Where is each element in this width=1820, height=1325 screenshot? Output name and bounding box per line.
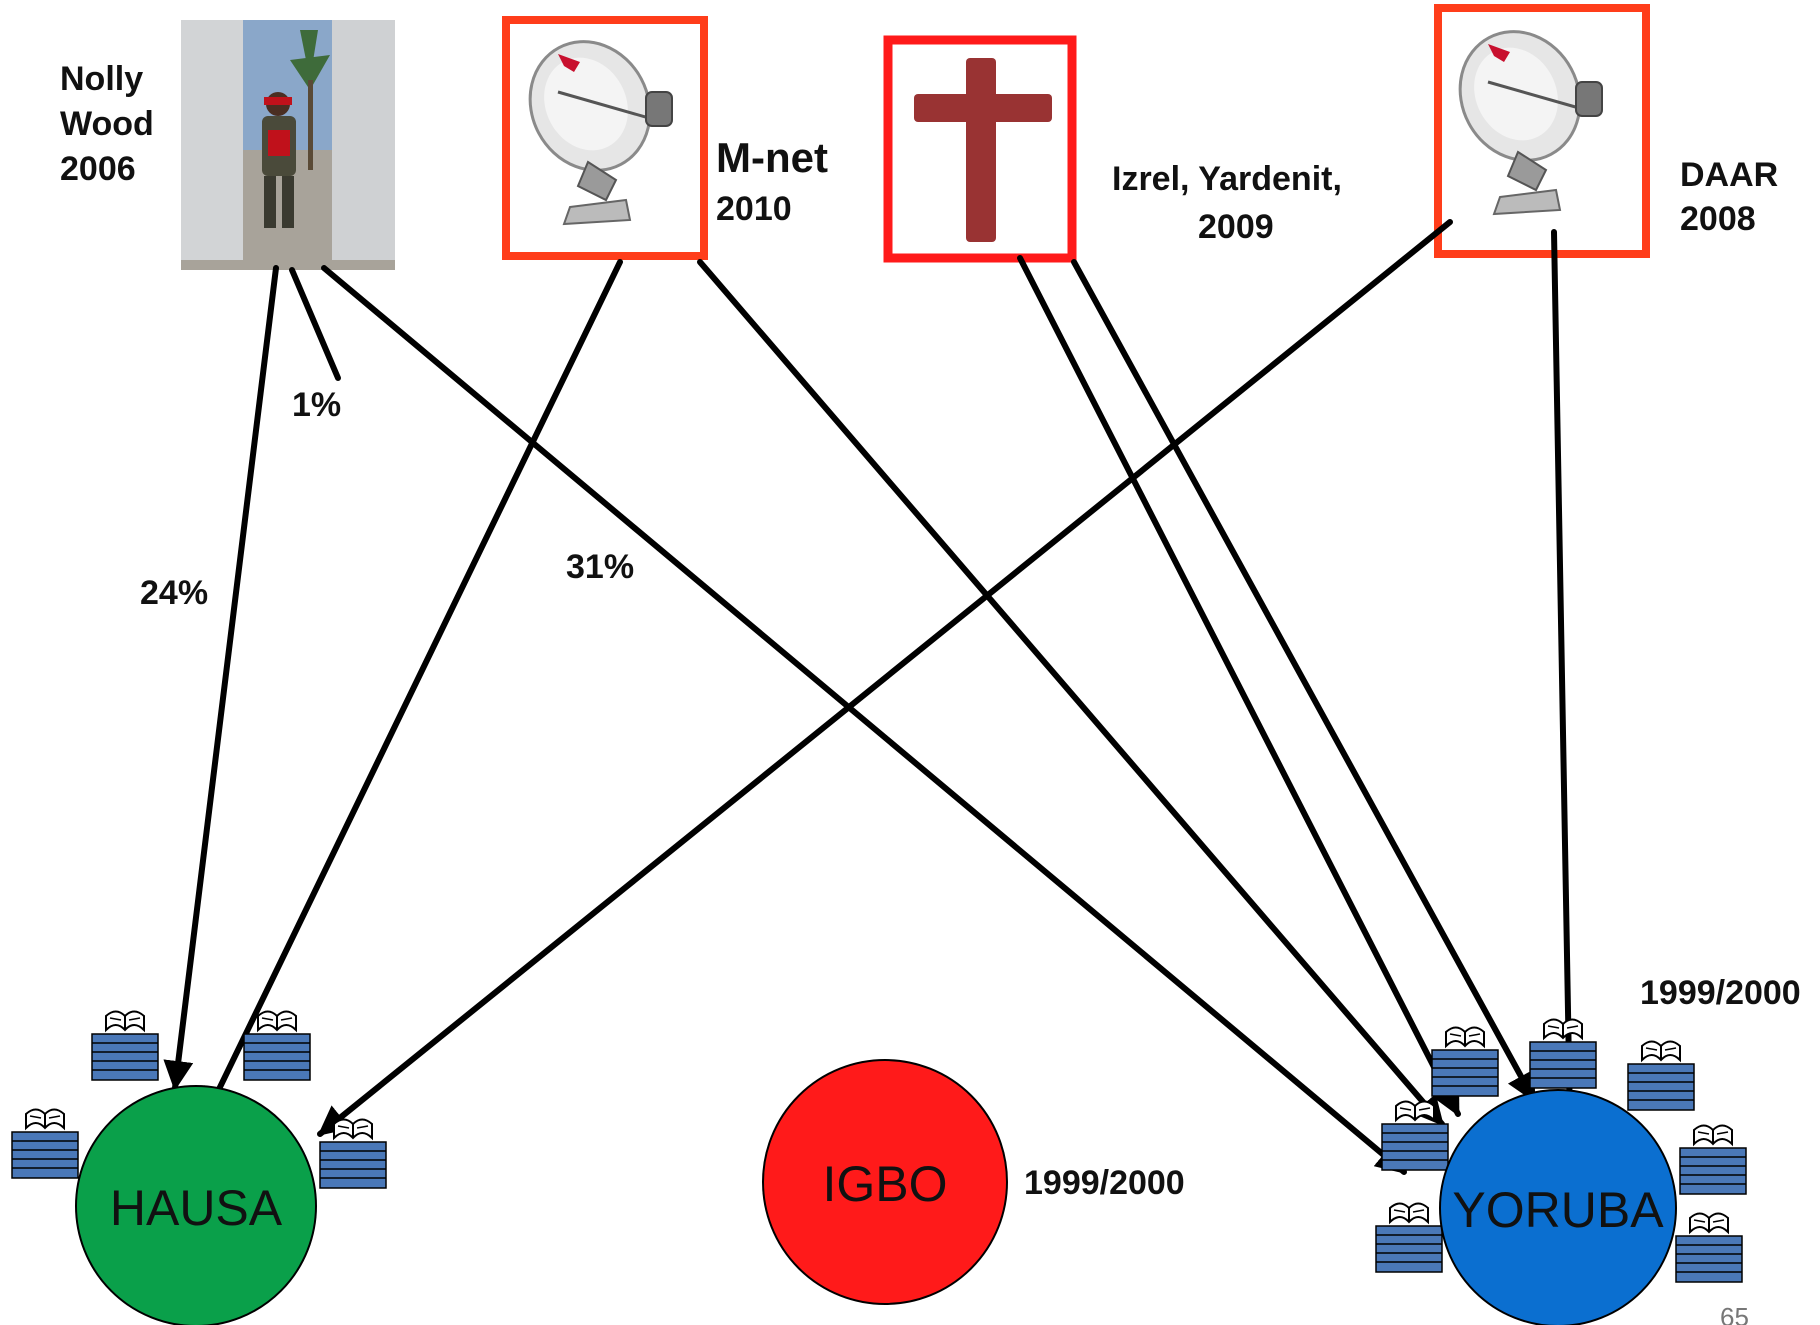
book-icon bbox=[1529, 1018, 1597, 1089]
page-number: 65 bbox=[1720, 1302, 1749, 1325]
daar-to-hausa-arrow bbox=[317, 219, 1453, 1137]
edge-label-1pct: 1% bbox=[292, 386, 341, 424]
book-icon bbox=[1627, 1040, 1695, 1111]
yoruba-label: YORUBA bbox=[1452, 1182, 1664, 1238]
nollywood-label-3: 2006 bbox=[60, 150, 136, 188]
edge-label-31pct: 31% bbox=[566, 548, 634, 586]
izrel-label-1: Izrel, Yardenit, bbox=[1112, 160, 1342, 198]
mnet-to-hausa-arrow bbox=[203, 259, 623, 1119]
book-icon bbox=[1375, 1202, 1443, 1273]
nollywood-to-yoruba-arrow bbox=[321, 265, 1407, 1175]
hausa-label: HAUSA bbox=[110, 1180, 283, 1236]
book-icon bbox=[11, 1108, 79, 1179]
book-icon bbox=[1381, 1100, 1449, 1171]
daar-label-2: 2008 bbox=[1680, 200, 1756, 238]
mnet-label-2: 2010 bbox=[716, 190, 792, 228]
nollywood-to-hausa-arrow bbox=[163, 265, 279, 1091]
izrel-label-2: 2009 bbox=[1198, 208, 1274, 246]
book-icon bbox=[1431, 1026, 1499, 1097]
igbo-label: IGBO bbox=[822, 1156, 947, 1212]
daar-satellite-dish-icon bbox=[1434, 4, 1650, 258]
cross-to-yoruba-arrow-2 bbox=[1071, 259, 1537, 1103]
edge-label-24pct: 24% bbox=[140, 574, 208, 612]
daar-to-yoruba-arrow bbox=[1551, 229, 1585, 1125]
nollywood-label-2: Wood bbox=[60, 105, 154, 143]
nollywood-label-1: Nolly bbox=[60, 60, 143, 98]
book-icon bbox=[1675, 1212, 1743, 1283]
cross-icon bbox=[883, 35, 1077, 263]
igbo-node bbox=[762, 1059, 1008, 1305]
yoruba-year: 1999/2000 bbox=[1640, 974, 1801, 1012]
cross-to-yoruba-arrow-1 bbox=[1017, 255, 1461, 1117]
mnet-label-1: M-net bbox=[716, 134, 828, 181]
daar-label-1: DAAR bbox=[1680, 156, 1778, 194]
yoruba-node bbox=[1439, 1089, 1677, 1325]
igbo-year: 1999/2000 bbox=[1024, 1164, 1185, 1202]
nollywood-1pct-line bbox=[289, 267, 341, 381]
mnet-to-yoruba-arrow bbox=[697, 259, 1445, 1127]
nollywood-photo bbox=[181, 20, 395, 270]
connector-lines bbox=[163, 219, 1585, 1175]
book-icon bbox=[91, 1010, 159, 1081]
book-icon bbox=[1679, 1124, 1747, 1195]
mnet-satellite-dish-icon bbox=[502, 16, 708, 260]
hausa-node bbox=[75, 1085, 317, 1325]
